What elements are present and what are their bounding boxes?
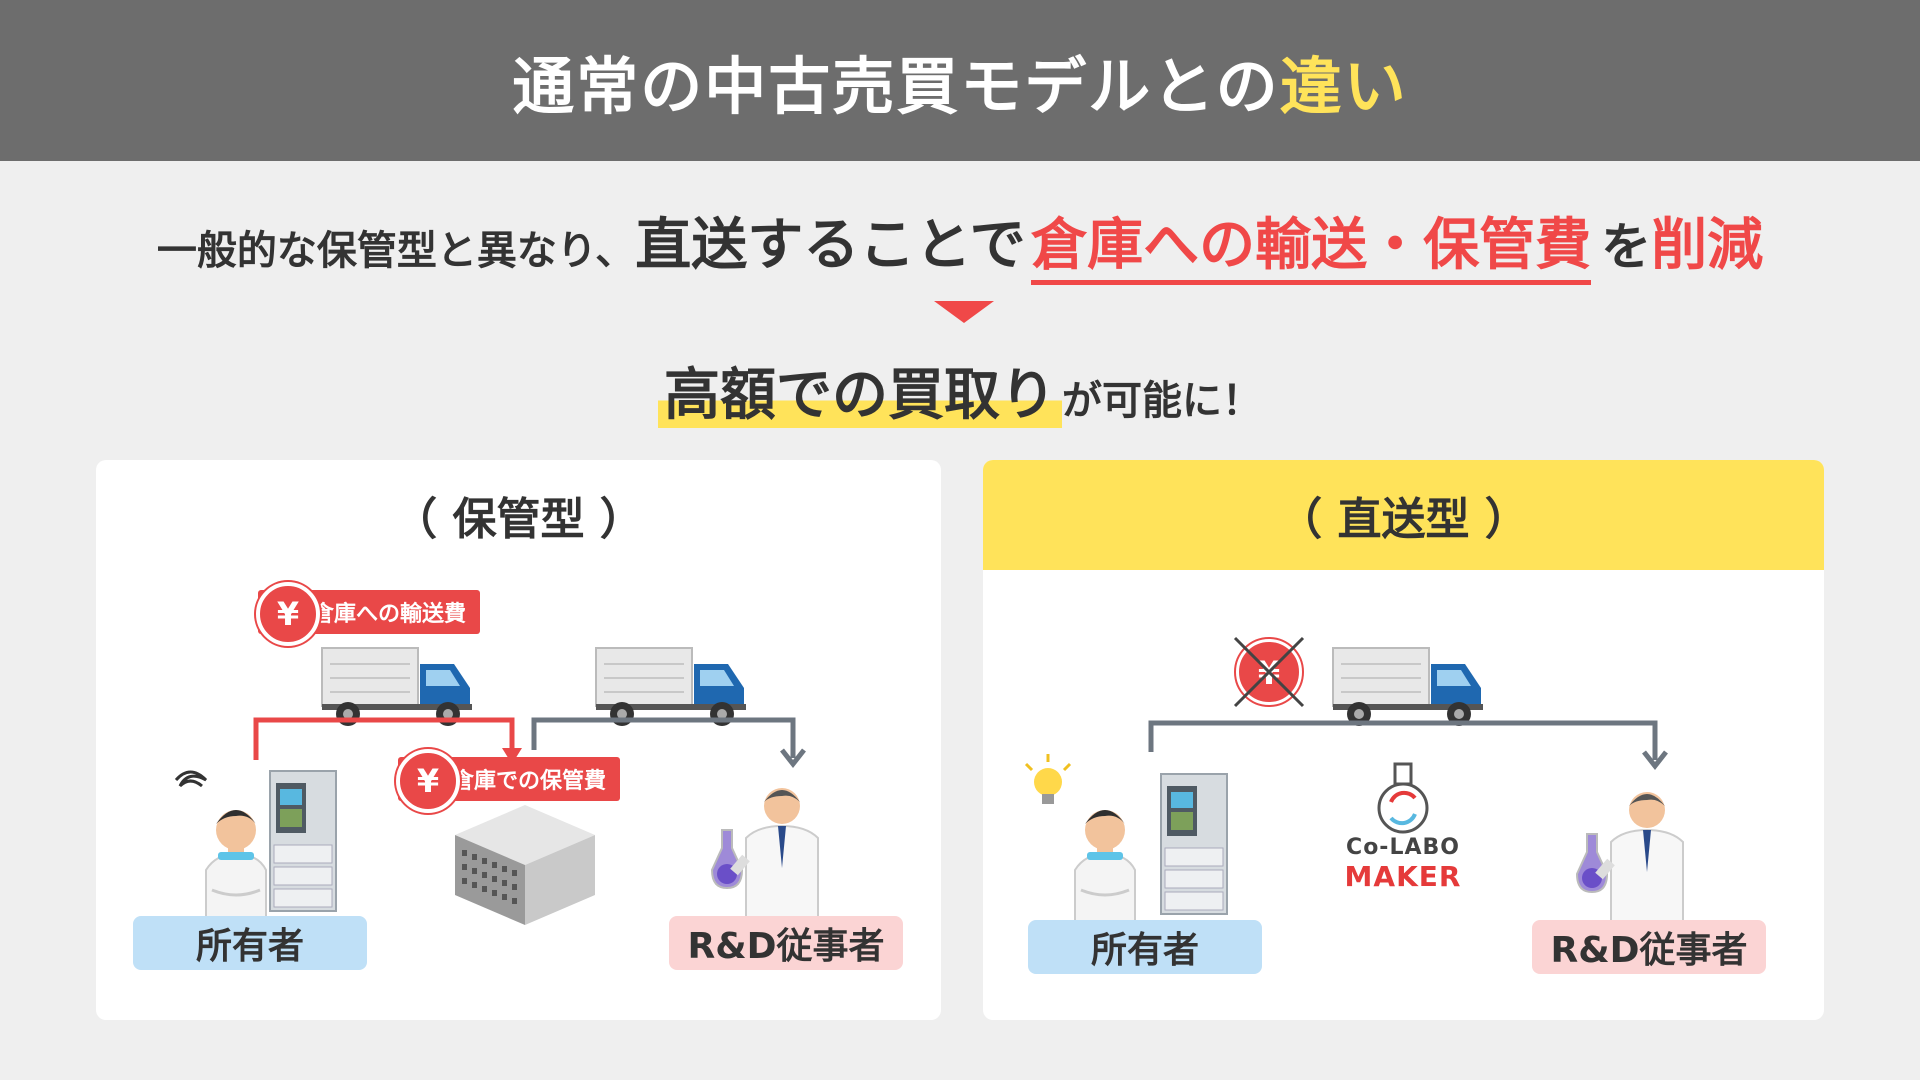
direct-panel-title: （ 直送型 ） — [983, 460, 1824, 570]
subtitle-line: 一般的な保管型と異なり、直送することで 倉庫への輸送・保管費を削減 — [0, 200, 1920, 285]
no-cost-icon: ¥ — [1233, 636, 1305, 708]
title-main: 通常の中古売買モデルとの — [512, 49, 1280, 123]
direct-flow-line — [1148, 720, 1668, 771]
flow-lines — [253, 717, 806, 769]
rd-staff-label: R&D従事者 — [1532, 920, 1766, 974]
co-labo-maker-logo: Co-LABO MAKER — [1328, 835, 1478, 893]
owner-label: 所有者 — [1028, 920, 1262, 974]
title-highlight: 違い — [1279, 49, 1408, 123]
lightbulb-icon — [1024, 754, 1072, 804]
result-rest: が可能に！ — [1062, 378, 1262, 424]
truck-icon — [1332, 647, 1483, 726]
result-highlight: 高額での買取り — [658, 363, 1062, 428]
researcher-person-icon — [710, 788, 819, 929]
subtitle-part1: 一般的な保管型と異なり、 — [156, 228, 636, 274]
yen-icon: ¥ — [256, 582, 320, 646]
subtitle-part4: を — [1601, 218, 1652, 276]
storage-panel-title: （ 保管型 ） — [393, 494, 644, 545]
owner-label: 所有者 — [133, 916, 367, 970]
rd-staff-label: R&D従事者 — [669, 916, 903, 970]
subtitle-part3: 倉庫への輸送・保管費 — [1031, 213, 1592, 285]
page-title: 通常の中古売買モデルとの違い — [512, 36, 1407, 126]
subtitle-part2: 直送することで — [635, 213, 1026, 278]
equipment-machine-icon — [269, 770, 337, 912]
equipment-machine-icon — [1160, 773, 1228, 915]
co-labo-maker-logo-icon — [1377, 762, 1429, 834]
yen-icon: ¥ — [396, 749, 460, 813]
owner-person-icon — [174, 770, 267, 931]
logo-line1: Co-LABO — [1346, 835, 1460, 860]
logo-line2: MAKER — [1344, 860, 1462, 893]
storage-model-panel: （ 保管型 ） 倉庫への輸送費 ¥ 倉庫での保管費 ¥ — [96, 460, 941, 1020]
warehouse-icon — [455, 805, 595, 925]
direct-model-panel: （ 直送型 ） ¥ — [983, 460, 1824, 1020]
owner-person-icon — [1074, 810, 1136, 931]
researcher-person-icon — [1575, 792, 1684, 933]
down-arrow-icon — [934, 301, 994, 323]
header-bar: 通常の中古売買モデルとの違い — [0, 0, 1920, 161]
subtitle-part5: 削減 — [1651, 213, 1764, 278]
result-line: 高額での買取りが可能に！ — [0, 350, 1920, 431]
